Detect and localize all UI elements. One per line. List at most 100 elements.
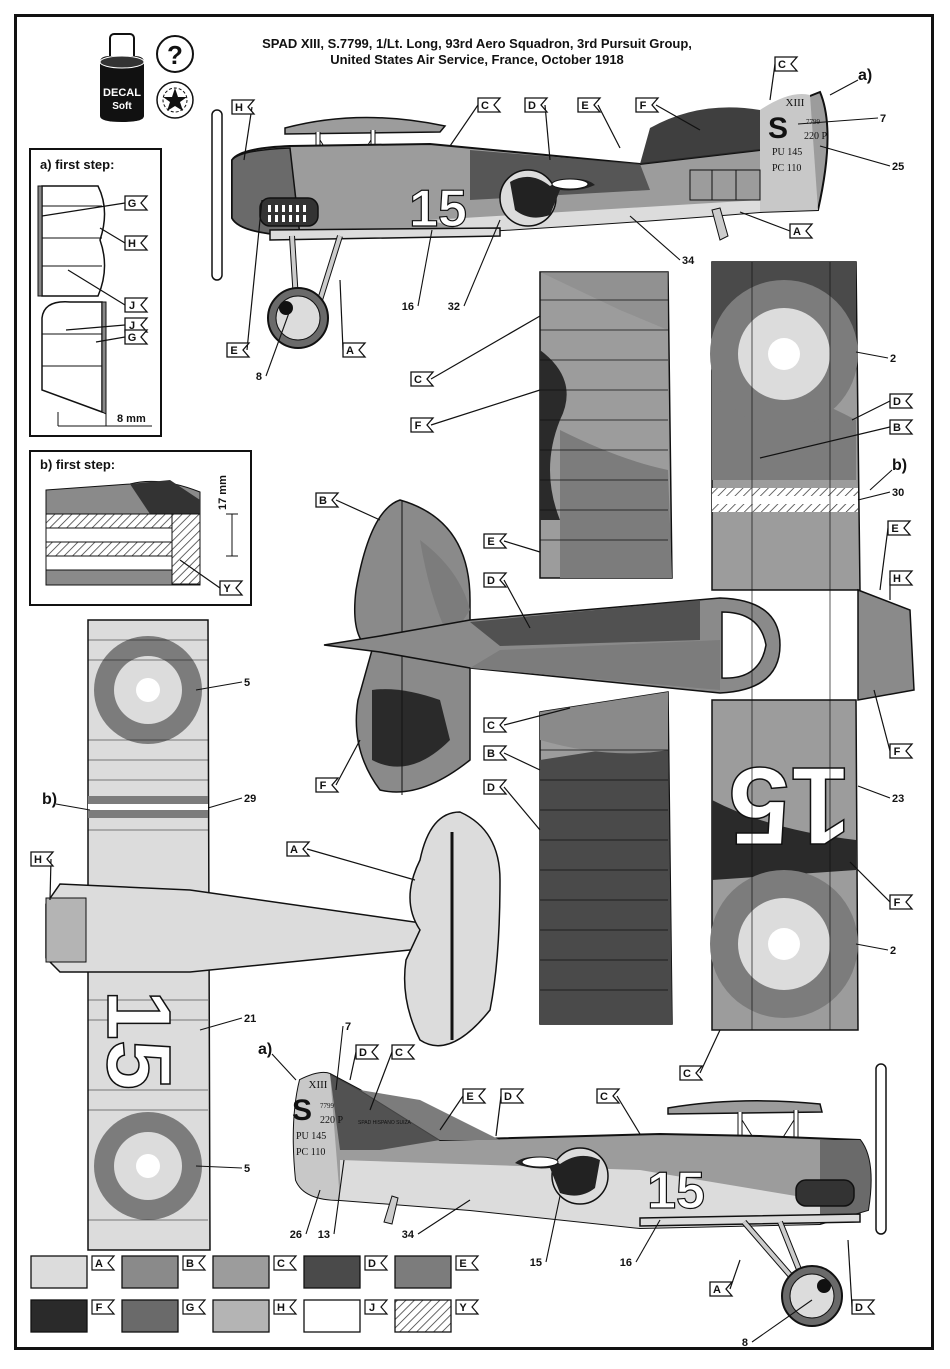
svg-text:C: C [414, 374, 422, 386]
svg-text:2: 2 [890, 945, 896, 957]
callout-tag-f: F [315, 739, 361, 793]
inset-a-title: a) first step: [40, 157, 114, 172]
inset-a-dim: 8 mm [117, 413, 146, 425]
callout-tag-j: J [67, 269, 149, 313]
callout-tag-d: D [524, 97, 551, 161]
decal-jar-line2: Soft [112, 101, 132, 112]
svg-text:H: H [34, 854, 42, 866]
callout-number-16: 16 [620, 1219, 661, 1269]
tail-pc: PC 110 [772, 163, 801, 174]
svg-text:J: J [129, 300, 135, 312]
svg-text:15: 15 [530, 1257, 542, 1269]
svg-text:E: E [459, 1258, 466, 1270]
callout-number-8: 8 [742, 1299, 813, 1349]
fuselage-number-bottom: 15 [647, 1162, 705, 1220]
svg-text:J: J [129, 320, 135, 332]
callout-number-13: 13 [318, 1159, 345, 1241]
svg-text:C: C [778, 59, 786, 71]
view-letter-b: b) [869, 457, 907, 491]
svg-text:J: J [369, 1302, 375, 1314]
svg-text:A: A [95, 1258, 103, 1270]
svg-text:B: B [319, 495, 327, 507]
svg-text:?: ? [167, 40, 183, 70]
callout-number-8: 8 [256, 309, 291, 383]
svg-text:13: 13 [318, 1229, 330, 1241]
svg-text:8: 8 [256, 371, 262, 383]
tail-pu-bottom: PU 145 [296, 1131, 326, 1142]
title-line-1: SPAD XIII, S.7799, 1/Lt. Long, 93rd Aero… [262, 36, 692, 51]
callout-tag-f: F [873, 689, 914, 759]
callout-tag-d: D [851, 393, 914, 421]
view-letter-a: a) [258, 1041, 297, 1081]
svg-text:D: D [487, 782, 495, 794]
tail-s-bottom: S [292, 1094, 312, 1127]
callout-number-32: 32 [448, 219, 501, 313]
callout-tag-e: E [439, 1088, 487, 1131]
tail-serial-bottom: 7799 [320, 1102, 335, 1110]
svg-text:D: D [528, 100, 536, 112]
callout-number-5: 5 [195, 677, 250, 691]
callout-tag-d: D [847, 1239, 876, 1315]
callout-tag-c: C [483, 707, 571, 733]
legend-swatch-y: Y [394, 1299, 480, 1333]
svg-text:F: F [96, 1302, 103, 1314]
callout-tag-y: Y [179, 559, 244, 596]
callout-tag-a: A [739, 211, 814, 239]
svg-text:25: 25 [892, 161, 904, 173]
svg-text:C: C [600, 1091, 608, 1103]
callout-tag-g: G [41, 195, 149, 217]
inset-b: b) first step: 17 mm [29, 450, 252, 606]
tail-weight1: 220 P [804, 131, 828, 142]
svg-text:E: E [487, 536, 494, 548]
callout-tag-b: B [759, 419, 914, 459]
callout-number-15: 15 [530, 1195, 561, 1269]
inset-b-title: b) first step: [40, 457, 115, 472]
callout-tag-d: D [495, 1088, 525, 1137]
callout-tag-d: D [483, 572, 531, 629]
svg-text:C: C [277, 1258, 285, 1270]
callout-number-16: 16 [402, 229, 433, 313]
bottom-wing-number: 15 [88, 990, 188, 1090]
legend-swatch-j: J [303, 1299, 389, 1333]
svg-text:E: E [230, 345, 237, 357]
svg-text:H: H [235, 102, 243, 114]
tail-weight1-bottom: 220 P [320, 1115, 344, 1126]
callout-number-7: 7 [797, 113, 886, 125]
top-view: 15 [323, 261, 915, 1031]
svg-text:b): b) [892, 457, 907, 474]
callout-tag-c: C [410, 315, 541, 387]
svg-text:H: H [128, 238, 136, 250]
svg-text:B: B [893, 422, 901, 434]
svg-text:E: E [466, 1091, 473, 1103]
svg-text:A: A [346, 345, 354, 357]
svg-text:Y: Y [223, 583, 231, 595]
svg-text:a): a) [258, 1041, 272, 1058]
tail-pc-bottom: PC 110 [296, 1147, 325, 1158]
callout-tag-e: E [879, 520, 912, 591]
callout-number-25: 25 [819, 145, 904, 173]
svg-text:Y: Y [459, 1302, 467, 1314]
callout-tag-c: C [769, 56, 799, 101]
svg-text:D: D [368, 1258, 376, 1270]
svg-text:G: G [128, 198, 137, 210]
page-title: SPAD XIII, S.7799, 1/Lt. Long, 93rd Aero… [232, 36, 722, 68]
svg-text:29: 29 [244, 793, 256, 805]
legend-swatch-g: G [121, 1299, 207, 1333]
legend-swatch-f: F [30, 1299, 116, 1333]
legend-swatch-h: H [212, 1299, 298, 1333]
legend-swatch-e: E [394, 1255, 480, 1289]
view-letter-a: a) [829, 67, 872, 96]
callout-tag-e: E [483, 533, 541, 553]
svg-text:G: G [128, 332, 137, 344]
view-letter-b: b) [42, 791, 91, 811]
svg-text:A: A [793, 226, 801, 238]
svg-text:F: F [894, 746, 901, 758]
callout-number-7: 7 [335, 1021, 351, 1091]
svg-text:F: F [894, 897, 901, 909]
star-roundel-icon [156, 81, 194, 119]
svg-text:C: C [487, 720, 495, 732]
callout-tag-c: C [449, 97, 502, 147]
decal-jar-line1: DECAL [103, 87, 141, 99]
